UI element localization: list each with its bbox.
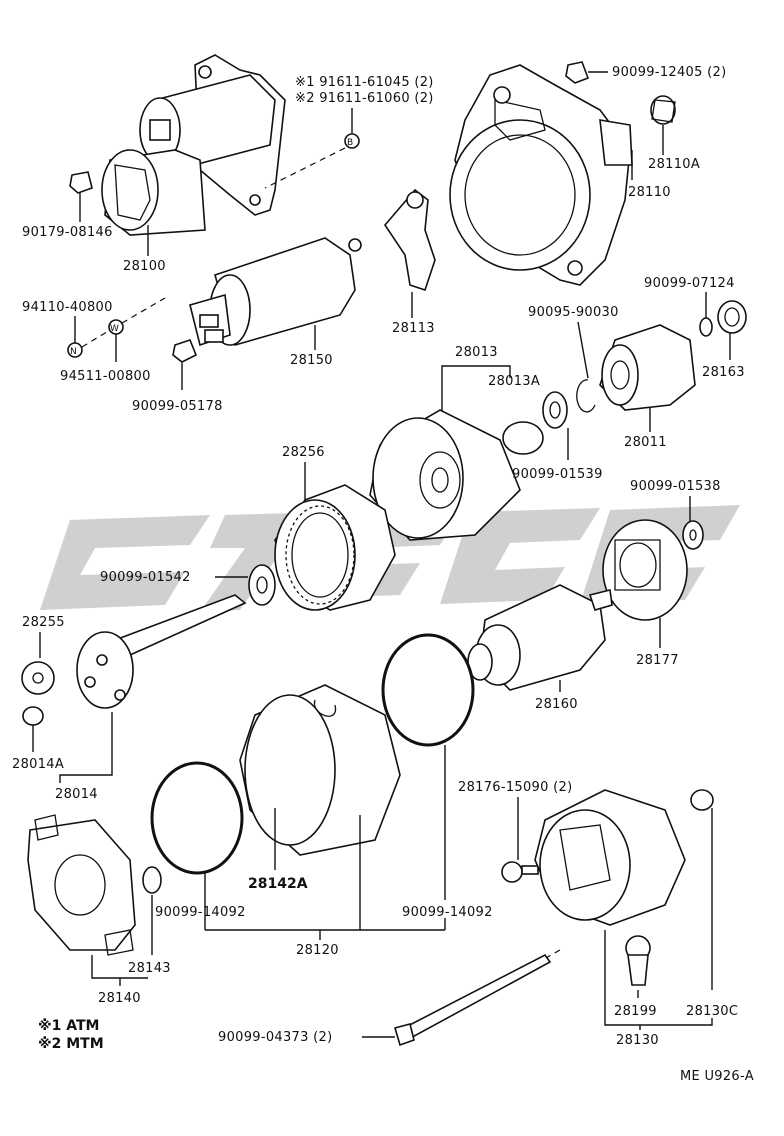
- part-28113-drive-lever: [383, 188, 436, 292]
- part-28011-starter-clutch: [599, 324, 696, 411]
- part-90179-08146-nut: [69, 171, 93, 194]
- part-28163-stop-collar: [717, 300, 747, 334]
- part-90099-01542-washer: [248, 564, 276, 606]
- part-90095-90030-snap-ring: [576, 379, 596, 413]
- label-28014A: 28014A: [12, 757, 64, 772]
- diagram-reference-code: ME U926-A: [680, 1069, 754, 1084]
- label-28143: 28143: [128, 961, 171, 976]
- part-28140-brush-holder: [27, 814, 136, 956]
- label-91611-61045: ※1 91611-61045 (2): [295, 75, 434, 90]
- part-28256-internal-gear: [274, 484, 396, 611]
- part-90099-01539-washer: [542, 391, 568, 429]
- label-28163: 28163: [702, 365, 745, 380]
- label-28113: 28113: [392, 321, 435, 336]
- circle-n-text: N: [70, 347, 77, 357]
- part-28130C-bushing: [690, 789, 714, 811]
- label-90099-14092-right: 90099-14092: [402, 905, 493, 920]
- label-28120: 28120: [296, 943, 339, 958]
- part-28176-15090-screw: [501, 861, 539, 883]
- part-28255-planetary-gear: [21, 661, 55, 695]
- label-94511-00800: 94511-00800: [60, 369, 151, 384]
- label-28013: 28013: [455, 345, 498, 360]
- part-90099-07124-ring: [699, 317, 713, 337]
- part-28014-shaft: [76, 594, 247, 709]
- part-28013A-bearing: [502, 421, 544, 455]
- part-28110A-bushing: [650, 95, 676, 125]
- part-28014A-bearing: [22, 706, 44, 726]
- circle-n-icon: [67, 342, 83, 358]
- label-28011: 28011: [624, 435, 667, 450]
- circle-w-text: W: [110, 324, 119, 334]
- part-90099-04373-bolt: [394, 953, 552, 1047]
- circle-b-icon: [344, 133, 360, 149]
- part-28177-plate: [602, 519, 688, 621]
- label-90099-01538: 90099-01538: [630, 479, 721, 494]
- label-28199: 28199: [614, 1004, 657, 1019]
- part-28013-gear-housing: [369, 409, 521, 541]
- label-28150: 28150: [290, 353, 333, 368]
- part-28150-solenoid: [189, 237, 362, 347]
- label-28130: 28130: [616, 1033, 659, 1048]
- label-28110: 28110: [628, 185, 671, 200]
- part-28120-yoke: [239, 684, 401, 856]
- circle-b-text: B: [347, 138, 353, 148]
- part-90099-05178-nut: [172, 339, 198, 363]
- label-94110-40800: 94110-40800: [22, 300, 113, 315]
- label-90099-04373: 90099-04373 (2): [218, 1030, 332, 1045]
- label-90099-14092-left: 90099-14092: [155, 905, 246, 920]
- label-28130C: 28130C: [686, 1004, 738, 1019]
- part-90099-14092-o-ring-left: [150, 761, 244, 875]
- label-90099-12405: 90099-12405 (2): [612, 65, 726, 80]
- part-90099-12405-bushing: [565, 61, 590, 84]
- label-90099-01539: 90099-01539: [512, 467, 603, 482]
- legend-mtm: ※2 MTM: [38, 1036, 104, 1052]
- legend-atm: ※1 ATM: [38, 1018, 99, 1034]
- part-28160-armature: [467, 584, 613, 691]
- label-28100: 28100: [123, 259, 166, 274]
- label-28255: 28255: [22, 615, 65, 630]
- label-28160: 28160: [535, 697, 578, 712]
- label-28142A: 28142A: [248, 876, 308, 892]
- part-90099-14092-o-ring-right: [381, 633, 475, 747]
- label-28140: 28140: [98, 991, 141, 1006]
- label-90095-90030: 90095-90030: [528, 305, 619, 320]
- part-28110-drive-housing: [449, 64, 633, 286]
- label-90179-08146: 90179-08146: [22, 225, 113, 240]
- label-91611-61060: ※2 91611-61060 (2): [295, 91, 434, 106]
- label-28013A: 28013A: [488, 374, 540, 389]
- label-90099-07124: 90099-07124: [644, 276, 735, 291]
- part-28130-end-frame: [534, 789, 686, 926]
- label-28177: 28177: [636, 653, 679, 668]
- label-28110A: 28110A: [648, 157, 700, 172]
- label-28256: 28256: [282, 445, 325, 460]
- part-28143-spring: [142, 866, 162, 894]
- label-28176-15090: 28176-15090 (2): [458, 780, 572, 795]
- label-90099-01542: 90099-01542: [100, 570, 191, 585]
- part-28100-starter-assembly: [101, 54, 286, 236]
- label-90099-05178: 90099-05178: [132, 399, 223, 414]
- label-28014: 28014: [55, 787, 98, 802]
- part-90099-01538-washer: [682, 520, 704, 550]
- part-28199-plug: [625, 935, 651, 986]
